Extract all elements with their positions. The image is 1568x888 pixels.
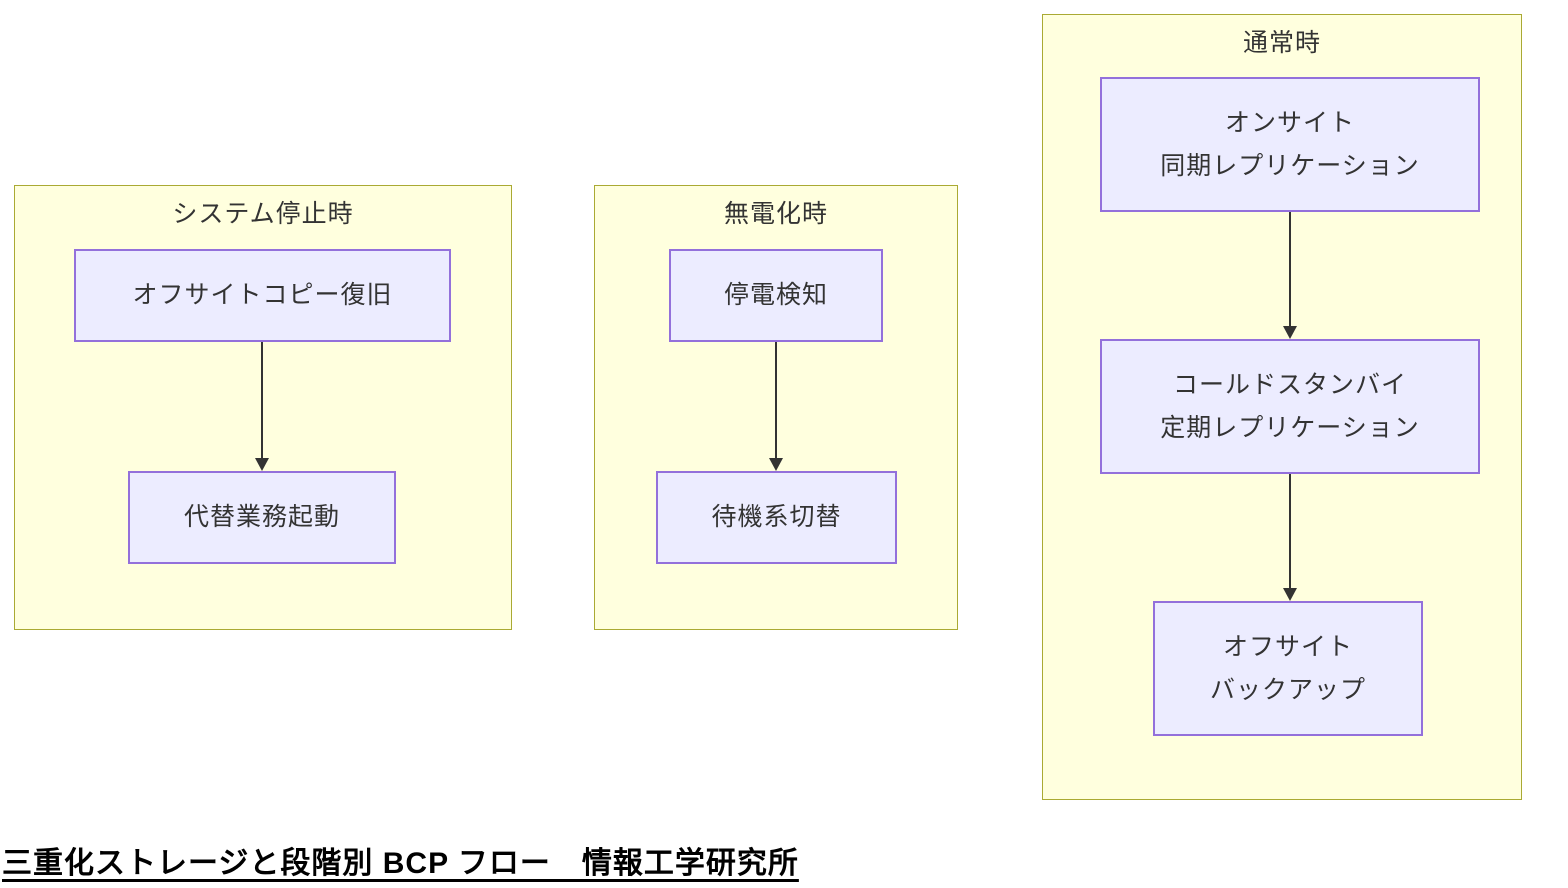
- edge-coldstandby-to-offsite-backup: [1283, 474, 1297, 601]
- edge-outage-to-standby: [769, 342, 783, 471]
- cluster-normal-operation-title: 通常時: [1242, 29, 1321, 57]
- arrowhead-icon: [255, 458, 269, 471]
- node-onsite-sync-replication: オンサイト 同期レプリケーション: [1100, 77, 1480, 212]
- edge-onsite-to-coldstandby: [1283, 212, 1297, 339]
- node-offsite-copy-recovery: オフサイトコピー復旧: [74, 249, 451, 342]
- node-offsite-backup: オフサイト バックアップ: [1153, 601, 1423, 736]
- edge-line: [1289, 474, 1291, 591]
- edge-offsite-copy-to-alt-ops: [255, 342, 269, 471]
- diagram-caption: 三重化ストレージと段階別 BCP フロー 情報工学研究所: [2, 847, 799, 880]
- edge-line: [775, 342, 777, 461]
- node-outage-detection: 停電検知: [669, 249, 883, 342]
- edge-line: [261, 342, 263, 461]
- node-alternate-operations-start: 代替業務起動: [128, 471, 396, 564]
- node-standby-switchover: 待機系切替: [656, 471, 897, 564]
- node-cold-standby-periodic-replication: コールドスタンバイ 定期レプリケーション: [1100, 339, 1480, 474]
- cluster-power-loss-title: 無電化時: [723, 200, 828, 228]
- cluster-system-stop-title: システム停止時: [172, 200, 354, 228]
- arrowhead-icon: [769, 458, 783, 471]
- edge-line: [1289, 212, 1291, 329]
- arrowhead-icon: [1283, 326, 1297, 339]
- arrowhead-icon: [1283, 588, 1297, 601]
